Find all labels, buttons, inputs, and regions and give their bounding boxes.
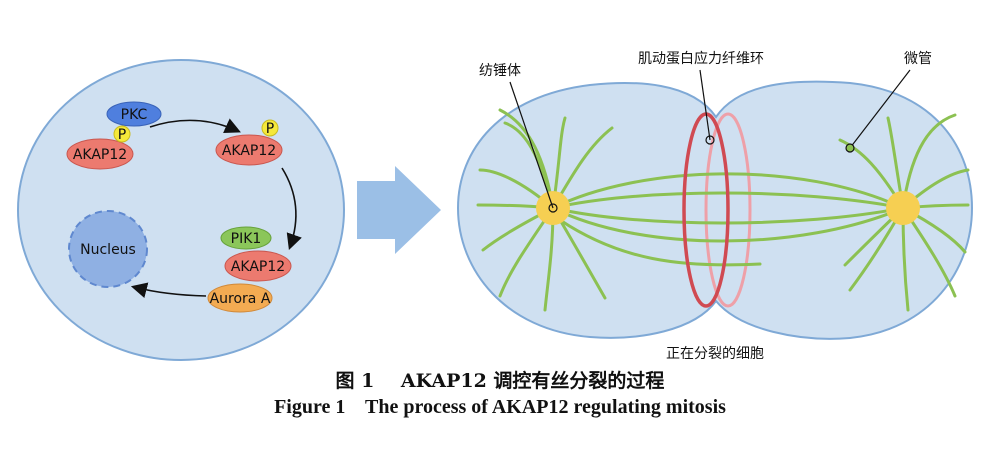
akap12-label-3: AKAP12 bbox=[231, 259, 285, 275]
leader-microtubule bbox=[849, 69, 911, 149]
right-cell: 纺锤体 肌动蛋白应力纤维环 微管 正在分裂的细胞 bbox=[456, 50, 974, 362]
nucleus-label: Nucleus bbox=[80, 242, 136, 258]
label-actomyosin-ring: 肌动蛋白应力纤维环 bbox=[638, 50, 764, 67]
phosphate-node-1 bbox=[113, 125, 131, 143]
arrow-pkc-to-akap12 bbox=[149, 118, 241, 134]
pik1-akap12-aurora-complex: PIK1 AKAP12 Aurora A bbox=[207, 226, 292, 313]
akap12-label-2: AKAP12 bbox=[222, 143, 276, 159]
aurora-a-node bbox=[207, 283, 273, 313]
caption-cn-number: 图 1 bbox=[335, 370, 375, 392]
caption-chinese: 图 1 AKAP12 调控有丝分裂的过程 bbox=[0, 366, 1000, 393]
caption-english: Figure 1 The process of AKAP12 regulatin… bbox=[0, 396, 1000, 419]
label-microtubule: 微管 bbox=[904, 51, 932, 67]
process-arrow bbox=[357, 166, 441, 254]
caption-en-number: Figure 1 bbox=[274, 396, 346, 418]
phosphate-label-1: P bbox=[118, 127, 126, 143]
leader-spindle bbox=[509, 81, 554, 209]
label-spindle: 纺锤体 bbox=[479, 63, 521, 79]
arrow-aurora-to-nucleus bbox=[130, 282, 207, 298]
pkc-node bbox=[106, 101, 162, 127]
pik1-node bbox=[220, 226, 272, 250]
left-cell: Nucleus PKC AKAP12 P AKAP12 P PIK1 AKAP1… bbox=[17, 59, 345, 361]
akap12-label-1: AKAP12 bbox=[73, 147, 127, 163]
leader-ring bbox=[699, 69, 711, 141]
caption-en-title: The process of AKAP12 regulating mitosis bbox=[365, 396, 726, 418]
arrow-akap12-to-pik1 bbox=[281, 167, 302, 251]
pik1-label: PIK1 bbox=[231, 231, 262, 247]
dividing-cell-membrane bbox=[456, 80, 974, 340]
akap12-node-3 bbox=[224, 250, 292, 282]
aurora-a-label: Aurora A bbox=[210, 291, 271, 307]
caption-cn-title: AKAP12 调控有丝分裂的过程 bbox=[400, 370, 665, 392]
phosphate-label-2: P bbox=[266, 121, 274, 137]
phospho-akap12: AKAP12 P bbox=[215, 119, 283, 166]
akap12-node-1 bbox=[66, 138, 134, 170]
label-dividing-cell: 正在分裂的细胞 bbox=[666, 346, 764, 362]
pkc-label: PKC bbox=[121, 107, 148, 123]
centrosome-right bbox=[886, 191, 920, 225]
actomyosin-ring-back bbox=[704, 112, 752, 308]
akap12-node-2 bbox=[215, 134, 283, 166]
pkc-akap12-complex: PKC AKAP12 P bbox=[66, 101, 162, 170]
nucleus: Nucleus bbox=[68, 210, 148, 288]
phosphate-node-2 bbox=[261, 119, 279, 137]
